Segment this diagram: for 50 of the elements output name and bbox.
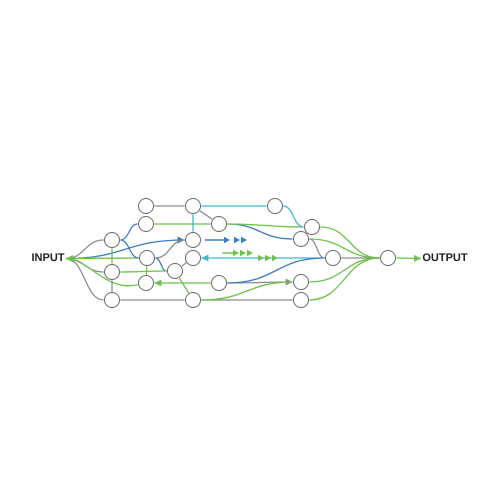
connector-line <box>120 239 139 259</box>
circle-node <box>138 274 154 292</box>
circle-node <box>304 218 320 236</box>
connector-line <box>283 205 304 228</box>
connector-line <box>111 248 113 264</box>
circle-node <box>292 292 310 308</box>
circle-node <box>138 216 154 232</box>
circle-node <box>166 262 184 280</box>
circle-node <box>324 250 342 266</box>
arrow <box>396 254 422 262</box>
connector-line <box>309 238 325 259</box>
circle-node <box>138 198 154 214</box>
connector-line <box>201 205 267 207</box>
node-label: OUTPUT <box>421 251 469 266</box>
connector-line <box>120 270 167 273</box>
connector-line <box>154 205 185 207</box>
connector-line <box>227 257 325 284</box>
circle-node <box>184 232 202 248</box>
circle-node <box>184 292 202 308</box>
connector-line <box>201 281 293 301</box>
circle-node <box>184 250 202 266</box>
circle-node <box>210 274 228 292</box>
connector-line <box>309 238 380 259</box>
connector-line <box>120 223 138 241</box>
connector-line <box>111 280 113 292</box>
circle-node <box>380 250 396 266</box>
node-label: INPUT <box>30 251 66 266</box>
arrow <box>154 280 211 286</box>
connector-line <box>154 223 211 225</box>
connector-line <box>200 210 212 220</box>
circle-node <box>104 264 120 280</box>
connector-line <box>320 226 380 259</box>
connector-line <box>155 257 167 272</box>
connector-line <box>120 299 185 301</box>
connector-line <box>181 262 187 267</box>
connector-line <box>227 223 304 228</box>
arrow <box>66 256 138 286</box>
connector-line <box>192 214 194 232</box>
circle-node <box>184 198 202 214</box>
circle-node <box>210 216 228 232</box>
circle-node <box>266 198 284 214</box>
arrow <box>66 254 139 262</box>
connector-line <box>155 239 185 259</box>
connector-line <box>309 257 380 301</box>
connector-line <box>178 278 190 294</box>
circle-node <box>292 230 310 248</box>
circle-node <box>104 292 120 308</box>
circle-node <box>104 232 120 248</box>
circle-node <box>292 274 310 290</box>
circle-node <box>138 250 156 266</box>
